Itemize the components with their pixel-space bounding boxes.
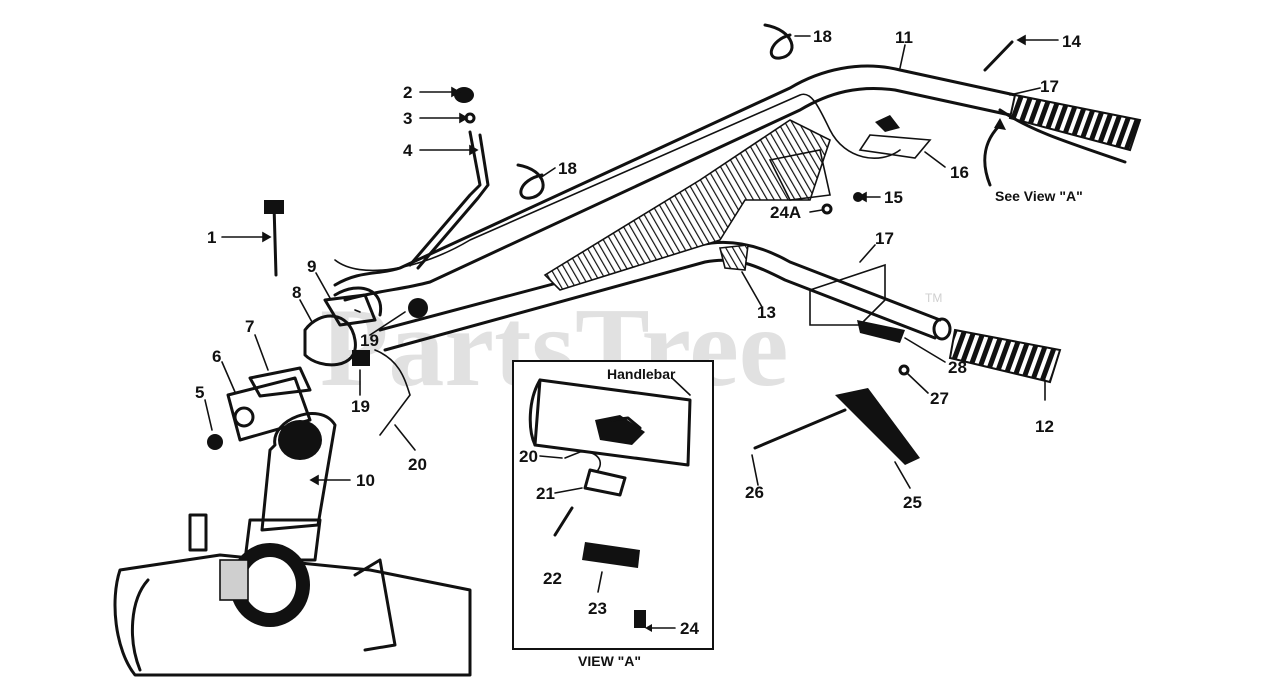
callout-20: 20 <box>408 455 427 474</box>
callout-15: 15 <box>884 188 903 207</box>
gearbox-engine <box>113 412 472 677</box>
callout-17-upper: 17 <box>1040 77 1059 96</box>
handlebar-frame <box>333 64 1142 384</box>
callout-3: 3 <box>403 109 412 128</box>
callout-4: 4 <box>403 141 413 160</box>
callout-5: 5 <box>195 383 204 402</box>
inset-title: VIEW "A" <box>578 653 641 669</box>
callout-26: 26 <box>745 483 764 502</box>
callout-27: 27 <box>930 389 949 408</box>
inset-callout-23: 23 <box>588 599 607 618</box>
view-a-inset: Handlebar 20 21 22 23 24 VIEW "A" <box>512 360 714 669</box>
callout-25: 25 <box>903 493 922 512</box>
callout-16: 16 <box>950 163 969 182</box>
callout-24a: 24A <box>770 203 801 222</box>
callout-17-lower: 17 <box>875 229 894 248</box>
cable-clip-upper <box>763 23 794 60</box>
see-view-label: See View "A" <box>995 188 1083 204</box>
see-view-arrow <box>983 123 1002 187</box>
watermark-trademark: TM <box>925 291 942 305</box>
callout-labels: 1 2 3 4 5 6 7 8 9 10 11 12 13 14 15 16 1… <box>195 27 1083 512</box>
callout-19-upper: 19 <box>360 331 379 350</box>
inset-callout-20: 20 <box>519 447 538 466</box>
inset-callout-21: 21 <box>536 484 555 503</box>
callout-28: 28 <box>948 358 967 377</box>
inset-callout-24: 24 <box>680 619 699 638</box>
inset-handlebar-label: Handlebar <box>607 366 676 382</box>
depth-lever <box>753 320 920 465</box>
callout-8: 8 <box>292 283 301 302</box>
washer-24a <box>821 203 833 215</box>
cable-clip-lower <box>516 163 545 200</box>
callout-18-upper: 18 <box>813 27 832 46</box>
callout-2: 2 <box>403 83 412 102</box>
shift-rod <box>408 87 490 270</box>
callout-13: 13 <box>757 303 776 322</box>
callout-19-lower: 19 <box>351 397 370 416</box>
bolt-14 <box>983 40 1014 72</box>
callout-18-lower: 18 <box>558 159 577 178</box>
leader-lines <box>204 34 1059 489</box>
callout-12: 12 <box>1035 417 1054 436</box>
callout-14: 14 <box>1062 32 1081 51</box>
callout-7: 7 <box>245 317 254 336</box>
callout-1: 1 <box>207 228 216 247</box>
pivot-assembly <box>207 200 428 450</box>
callout-11: 11 <box>895 28 913 47</box>
inset-callout-22: 22 <box>543 569 562 588</box>
callout-10: 10 <box>356 471 375 490</box>
callout-6: 6 <box>212 347 221 366</box>
callout-9: 9 <box>307 257 316 276</box>
